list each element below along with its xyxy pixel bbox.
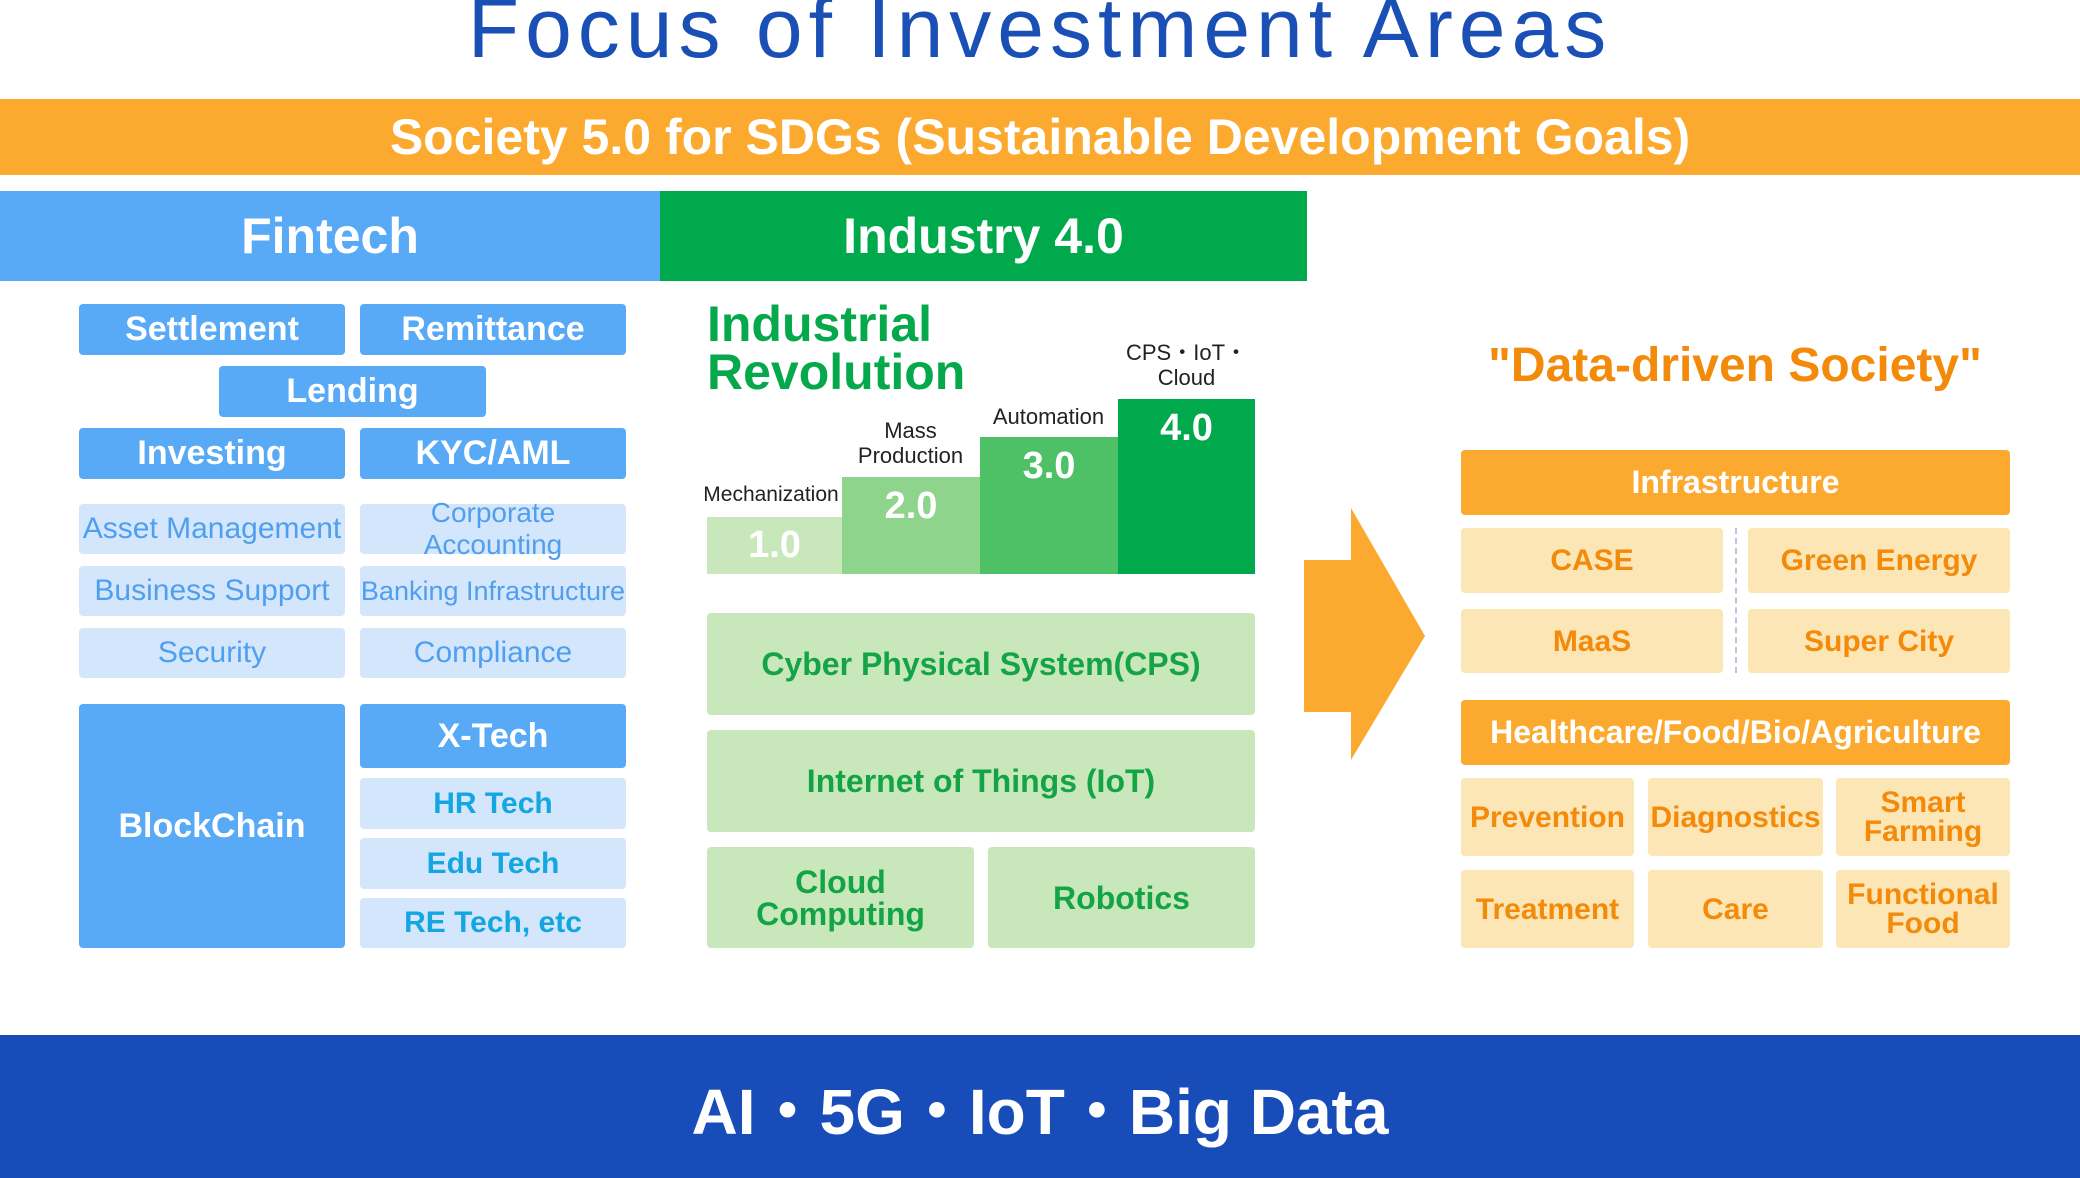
step-1-bar: 1.0 [707, 517, 842, 574]
step-3-label: Automation [992, 403, 1105, 429]
kyc-aml-box: KYC/AML [360, 428, 626, 479]
step-2-label: Mass Production [857, 418, 964, 468]
right-arrow-icon [1304, 508, 1425, 760]
maas-box: MaaS [1461, 609, 1723, 673]
cps-box: Cyber Physical System(CPS) [707, 613, 1255, 715]
case-box: CASE [1461, 528, 1723, 593]
step-1-label: Mechanization [703, 482, 839, 506]
asset-management-box: Asset Management [79, 504, 345, 554]
robotics-box: Robotics [988, 847, 1255, 948]
fintech-header: Fintech [0, 191, 660, 281]
data-driven-society-title: "Data-driven Society" [1488, 338, 1982, 392]
page-title: Focus of Investment Areas [467, 0, 1613, 75]
care-box: Care [1648, 870, 1823, 948]
hr-tech-box: HR Tech [360, 778, 626, 829]
re-tech-box: RE Tech, etc [360, 898, 626, 948]
industry-header: Industry 4.0 [660, 191, 1307, 281]
blockchain-box: BlockChain [79, 704, 345, 948]
iot-box: Internet of Things (IoT) [707, 730, 1255, 832]
edu-tech-box: Edu Tech [360, 838, 626, 889]
super-city-box: Super City [1748, 609, 2010, 673]
lending-box: Lending [219, 366, 486, 417]
corporate-accounting-box: Corporate Accounting [360, 497, 626, 560]
step-4-bar: 4.0 [1118, 399, 1255, 574]
healthcare-header: Healthcare/Food/Bio/Agriculture [1461, 700, 2010, 765]
technology-banner: AI・5G・IoT・Big Data [0, 1035, 2080, 1178]
business-support-box: Business Support [79, 566, 345, 616]
infrastructure-divider [1735, 528, 1737, 673]
infrastructure-header: Infrastructure [1461, 450, 2010, 515]
remittance-box: Remittance [360, 304, 626, 355]
step-2-bar: 2.0 [842, 477, 980, 574]
step-3-bar: 3.0 [980, 437, 1118, 574]
cloud-computing-box: Cloud Computing [707, 847, 974, 948]
banking-infrastructure-box: Banking Infrastructure [360, 566, 626, 616]
xtech-header: X-Tech [360, 704, 626, 768]
step-4-label: CPS・IoT・ Cloud [1125, 340, 1248, 390]
diagnostics-box: Diagnostics [1648, 778, 1823, 856]
prevention-box: Prevention [1461, 778, 1634, 856]
green-energy-box: Green Energy [1748, 528, 2010, 593]
smart-farming-box: Smart Farming [1836, 778, 2010, 856]
investing-box: Investing [79, 428, 345, 479]
treatment-box: Treatment [1461, 870, 1634, 948]
compliance-box: Compliance [360, 628, 626, 678]
society-banner: Society 5.0 for SDGs (Sustainable Develo… [0, 99, 2080, 175]
settlement-box: Settlement [79, 304, 345, 355]
security-box: Security [79, 628, 345, 678]
functional-food-box: Functional Food [1836, 870, 2010, 948]
industrial-revolution-title: Industrial Revolution [707, 296, 966, 400]
